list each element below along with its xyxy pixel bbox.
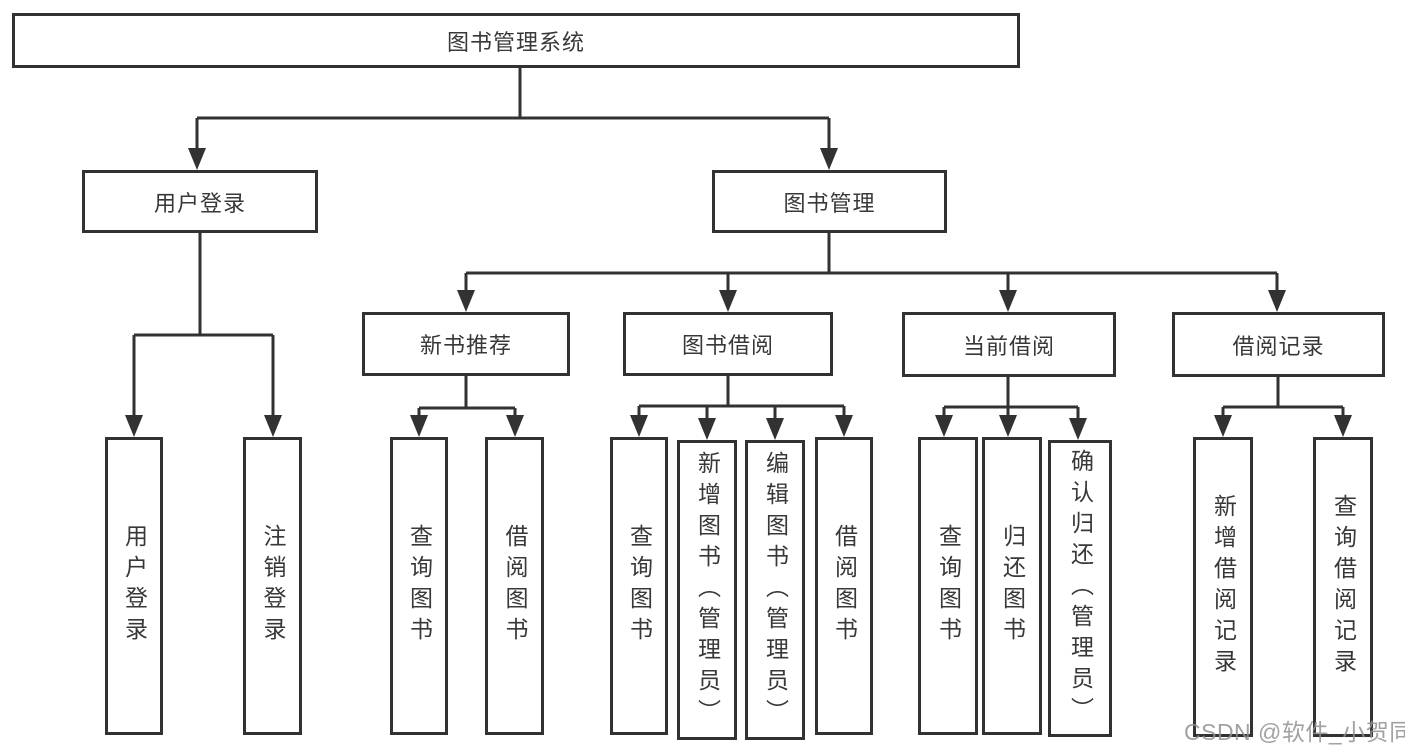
node-root-system-label: 图书管理系统	[446, 29, 585, 55]
leaf-query-books-borrowing: 查询图书	[610, 437, 668, 735]
node-new-book-recommend-label: 新书推荐	[419, 333, 512, 358]
leaf-borrow-books-recommend-label: 借阅图书	[502, 524, 528, 648]
leaf-query-books-recommend: 查询图书	[390, 437, 448, 735]
leaf-add-books-admin-label: 新增图书（管理员）	[694, 450, 721, 730]
node-book-management: 图书管理	[712, 170, 947, 233]
leaf-query-books-recommend-label: 查询图书	[406, 524, 433, 648]
leaf-borrow-books: 借阅图书	[815, 437, 873, 735]
node-borrow-records-label: 借阅记录	[1232, 333, 1325, 359]
leaf-query-books-borrowing-label: 查询图书	[626, 524, 653, 648]
node-book-management-label: 图书管理	[783, 190, 876, 216]
node-book-borrowing-label: 图书借阅	[681, 333, 774, 358]
leaf-user-login-label: 用户登录	[121, 524, 148, 648]
leaf-edit-books-admin: 编辑图书（管理员）	[745, 440, 805, 740]
leaf-return-books: 归还图书	[982, 437, 1042, 735]
leaf-confirm-return-admin-label: 确认归还（管理员）	[1067, 449, 1094, 728]
leaf-add-borrow-record-label: 新增借阅记录	[1210, 494, 1237, 680]
leaf-logout: 注销登录	[243, 437, 302, 735]
leaf-add-borrow-record: 新增借阅记录	[1193, 437, 1253, 737]
leaf-confirm-return-admin: 确认归还（管理员）	[1048, 440, 1112, 737]
leaf-query-borrow-record: 查询借阅记录	[1313, 437, 1373, 737]
leaf-borrow-books-label: 借阅图书	[831, 524, 858, 648]
node-user-login-label: 用户登录	[153, 190, 246, 216]
node-new-book-recommend: 新书推荐	[362, 312, 570, 376]
csdn-watermark: CSDN @软件_小贺同学	[1184, 719, 1405, 745]
leaf-query-books-current-label: 查询图书	[935, 524, 962, 648]
leaf-logout-label: 注销登录	[260, 524, 286, 648]
leaf-query-books-current: 查询图书	[918, 437, 978, 735]
node-root-system: 图书管理系统	[12, 13, 1020, 68]
node-user-login: 用户登录	[82, 170, 318, 233]
leaf-edit-books-admin-label: 编辑图书（管理员）	[762, 450, 789, 730]
node-current-borrowing: 当前借阅	[902, 312, 1116, 377]
node-book-borrowing: 图书借阅	[623, 312, 833, 376]
leaf-return-books-label: 归还图书	[999, 524, 1026, 648]
leaf-add-books-admin: 新增图书（管理员）	[677, 440, 737, 740]
node-borrow-records: 借阅记录	[1172, 312, 1385, 377]
leaf-query-borrow-record-label: 查询借阅记录	[1330, 494, 1357, 680]
leaf-user-login: 用户登录	[105, 437, 163, 735]
node-current-borrowing-label: 当前借阅	[962, 333, 1055, 359]
leaf-borrow-books-recommend: 借阅图书	[485, 437, 544, 735]
